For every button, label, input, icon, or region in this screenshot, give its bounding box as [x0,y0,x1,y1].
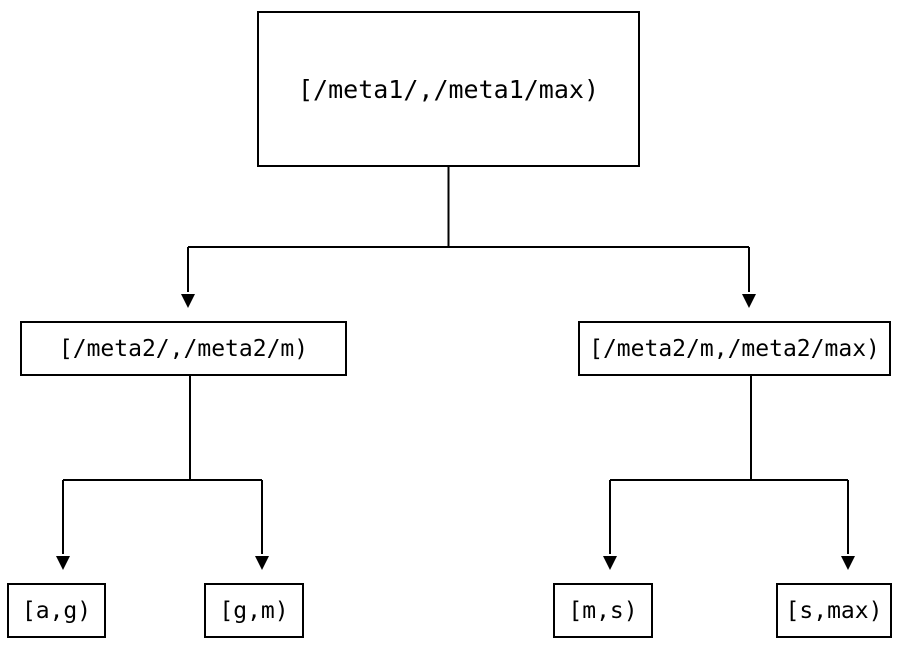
edge-group-root [181,166,756,308]
node-leaf-a-g-box[interactable] [6,582,107,639]
edge-group-mid-right [603,375,855,570]
node-leaf-a-g-label: [a,g) [22,598,91,624]
node-mid-right-box[interactable] [577,320,892,377]
node-leaf-s-max-box[interactable] [775,582,893,639]
arrowhead-down-icon [255,556,269,570]
arrowhead-down-icon [181,294,195,308]
edge-group-mid-left [56,375,269,570]
node-leaf-m-s-label: [m,s) [568,598,637,624]
node-root[interactable]: [/meta1/,/meta1/max) [256,10,641,168]
node-leaf-m-s[interactable]: [m,s) [552,582,654,639]
node-leaf-g-m[interactable]: [g,m) [203,582,305,639]
arrowhead-down-icon [742,294,756,308]
arrowhead-down-icon [841,556,855,570]
node-root-box[interactable] [256,10,641,168]
arrowhead-down-icon [603,556,617,570]
node-leaf-s-max[interactable]: [s,max) [775,582,893,639]
node-leaf-a-g[interactable]: [a,g) [6,582,107,639]
node-mid-right-label: [/meta2/m,/meta2/max) [589,336,880,362]
node-mid-right[interactable]: [/meta2/m,/meta2/max) [577,320,892,377]
node-mid-left-box[interactable] [19,320,348,377]
node-leaf-m-s-box[interactable] [552,582,654,639]
node-leaf-s-max-label: [s,max) [786,598,883,624]
node-mid-left[interactable]: [/meta2/,/meta2/m) [19,320,348,377]
node-mid-left-label: [/meta2/,/meta2/m) [59,336,308,362]
node-root-label: [/meta1/,/meta1/max) [298,75,599,104]
node-leaf-g-m-label: [g,m) [219,598,288,624]
node-leaf-g-m-box[interactable] [203,582,305,639]
arrowhead-down-icon [56,556,70,570]
